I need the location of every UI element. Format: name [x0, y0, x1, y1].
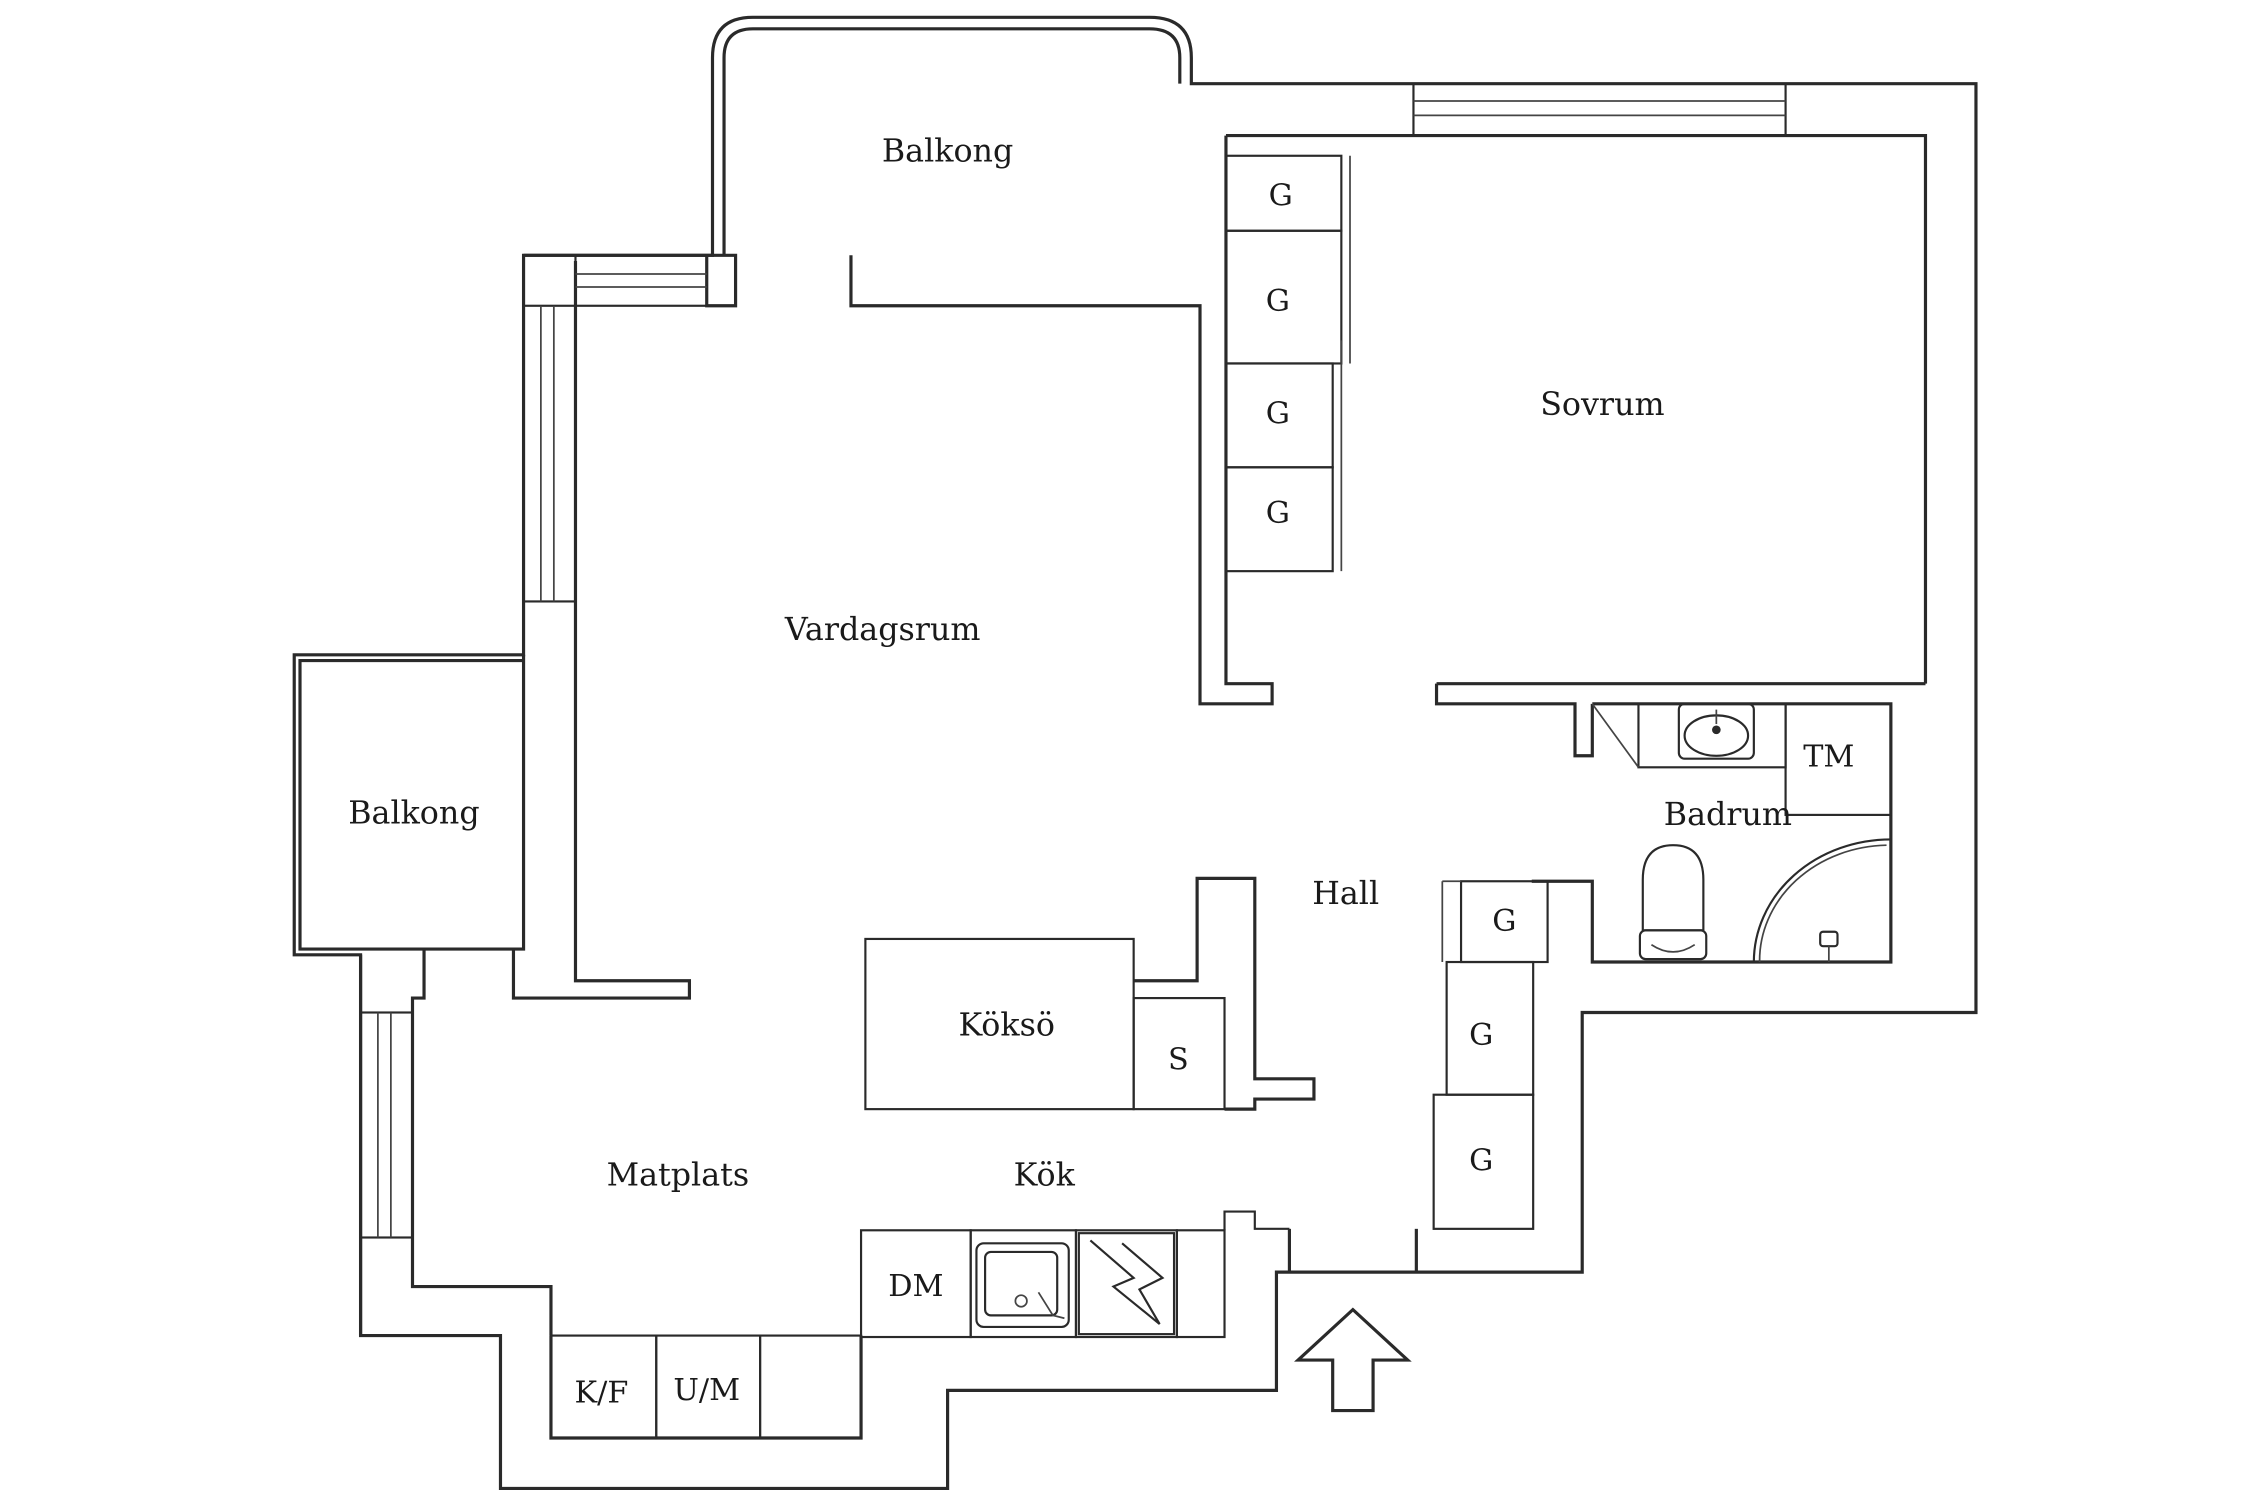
entrance-arrow-icon	[1294, 1307, 1412, 1413]
kitchen-island	[864, 876, 1316, 1111]
wardrobe-label: G	[1266, 396, 1290, 431]
shower-icon	[1752, 838, 1891, 963]
room-label-koksö: Köksö	[958, 1007, 1055, 1043]
windows	[359, 82, 1787, 1239]
kitchen-sink-icon	[975, 1242, 1070, 1329]
dm-label: DM	[888, 1269, 943, 1304]
labels: Balkong Balkong Vardagsrum Sovrum Hall B…	[348, 133, 1854, 1410]
toilet-icon	[1638, 844, 1708, 961]
room-label-sovrum: Sovrum	[1540, 387, 1664, 423]
wardrobe-label: G	[1469, 1144, 1493, 1179]
room-label-matplats: Matplats	[607, 1157, 750, 1193]
sovrum-wardrobes	[1224, 154, 1351, 573]
wardrobe-label: G	[1269, 179, 1293, 214]
wardrobe-label: G	[1266, 496, 1290, 531]
hall-wardrobes	[1432, 880, 1549, 1230]
tm-label: TM	[1803, 740, 1854, 775]
stove-icon	[1077, 1232, 1176, 1336]
s-label: S	[1168, 1043, 1189, 1078]
wardrobe-label: G	[1266, 284, 1290, 319]
room-label-balkong-top: Balkong	[882, 133, 1013, 169]
room-label-vardagsrum: Vardagsrum	[784, 612, 981, 648]
wardrobe-label: G	[1469, 1018, 1493, 1053]
room-label-kok: Kök	[1014, 1157, 1076, 1193]
kitchen-counters	[549, 1210, 1290, 1440]
room-label-balkong-left: Balkong	[348, 795, 479, 831]
wardrobe-label: G	[1492, 904, 1516, 939]
badrum-fixtures	[1591, 702, 1892, 963]
um-label: U/M	[673, 1373, 740, 1408]
room-label-hall: Hall	[1312, 876, 1379, 912]
outer-walls	[292, 15, 1978, 1491]
sink-icon	[1677, 702, 1755, 760]
room-label-badrum: Badrum	[1664, 797, 1792, 833]
kf-label: K/F	[575, 1376, 629, 1411]
